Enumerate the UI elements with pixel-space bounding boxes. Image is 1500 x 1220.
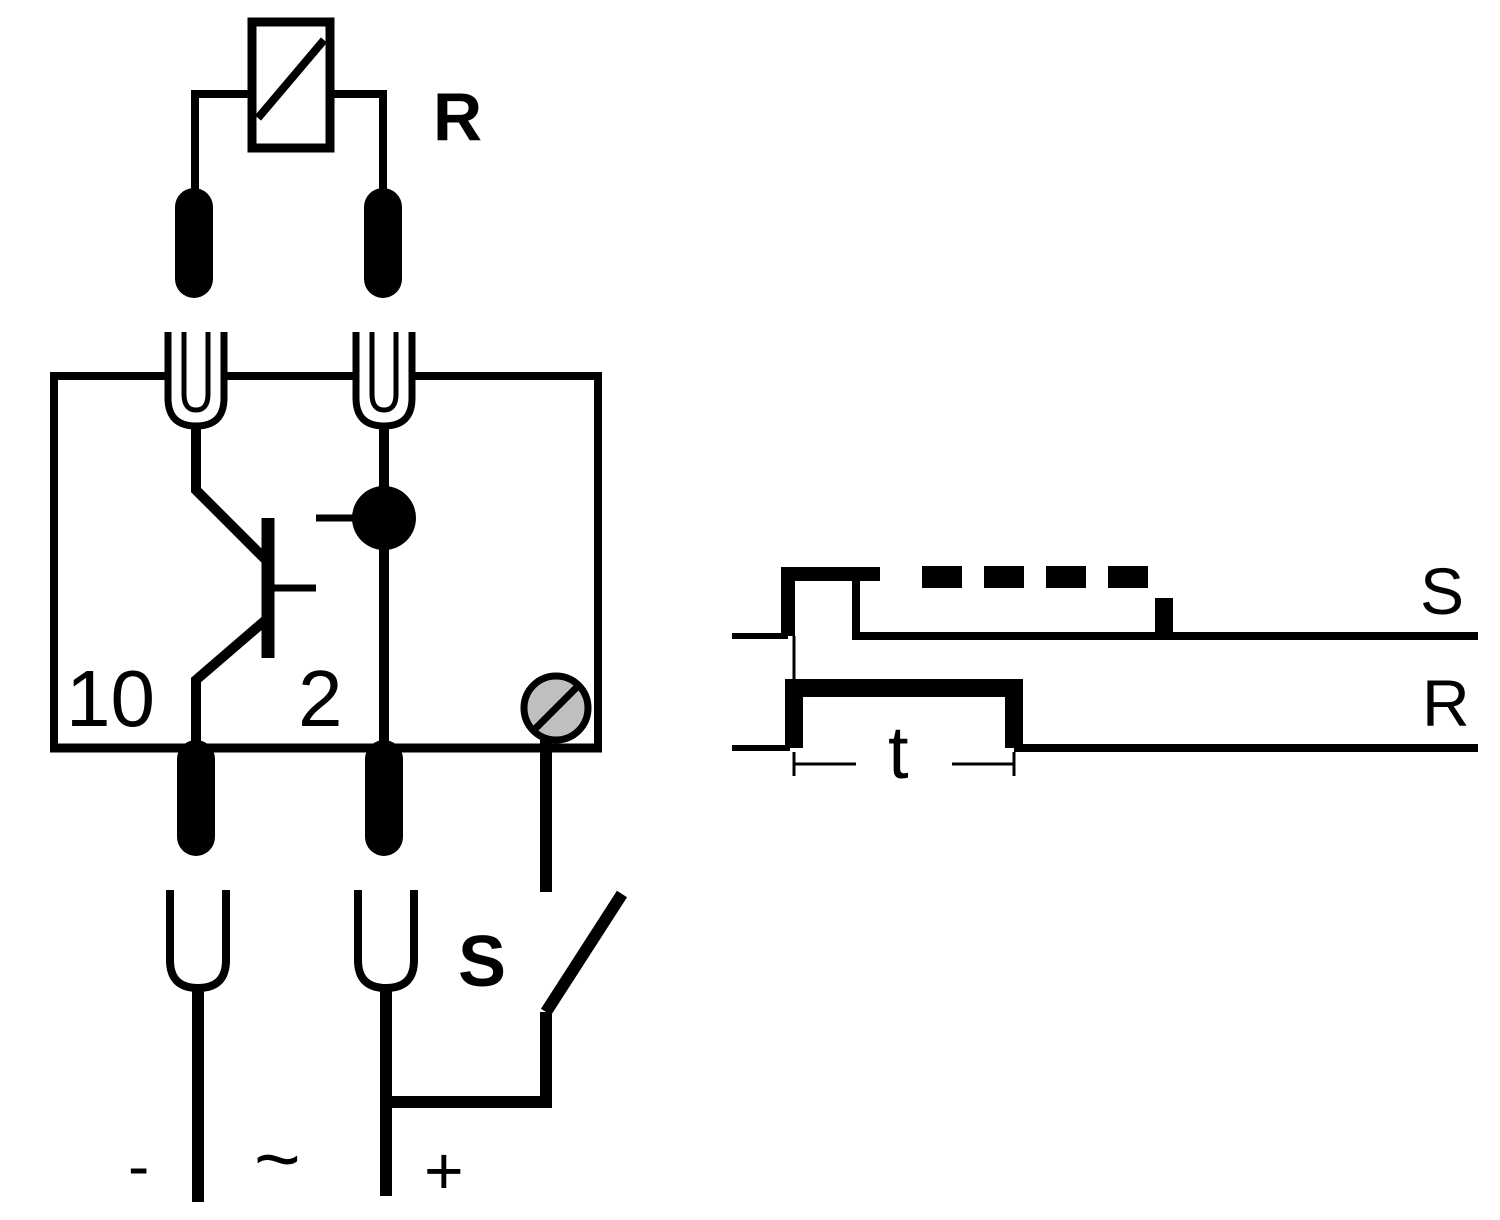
socket-top-left-inner <box>181 332 211 413</box>
terminal-10-label: 10 <box>66 654 155 743</box>
timing-diagram: S R t <box>732 554 1478 794</box>
timing-s-label: S <box>1420 554 1464 628</box>
plus-label: + <box>424 1133 464 1209</box>
bottom-plug-left <box>177 740 215 856</box>
ac-label: ~ <box>254 1114 301 1203</box>
terminal-2-label: 2 <box>298 654 343 743</box>
relay-label: R <box>433 79 482 155</box>
timing-r-label: R <box>1422 666 1470 740</box>
relay-plug-right <box>364 188 402 298</box>
bottom-plug-right <box>365 740 403 856</box>
switch-label: S <box>458 922 506 1002</box>
minus-label: - <box>128 1130 149 1202</box>
timing-trace-r <box>732 679 1478 752</box>
relay-plug-left <box>175 188 213 298</box>
switch-s <box>386 890 628 1108</box>
time-interval-marker <box>792 752 1016 776</box>
transistor-symbol <box>191 426 316 752</box>
relay-leads <box>191 90 387 200</box>
socket-top-right-inner <box>369 332 399 413</box>
time-t-label: t <box>888 711 909 794</box>
internal-supply-line <box>316 426 416 752</box>
screw-terminal-icon <box>520 672 592 744</box>
relay-coil <box>247 17 335 153</box>
module-housing <box>50 372 602 753</box>
connector-bottom-right <box>354 890 418 993</box>
timing-trace-s <box>732 566 1478 640</box>
connector-bottom-left <box>166 890 230 993</box>
